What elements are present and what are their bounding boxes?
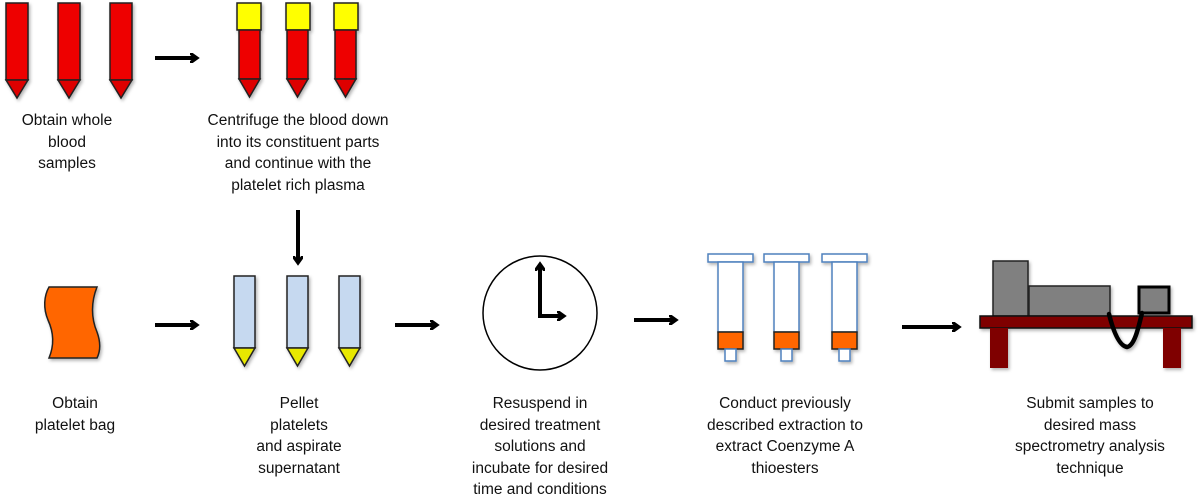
pellet-tube	[285, 275, 310, 368]
spe-columns-icon	[707, 253, 868, 362]
blood-tube	[56, 2, 82, 100]
pellet-tubes-icon	[232, 275, 362, 368]
centrifuged-tube	[285, 2, 311, 99]
instrument-body	[1028, 285, 1111, 317]
platelet-bag-icon	[44, 286, 101, 359]
step-label-mass-spec: Submit samples to desired mass spectrome…	[1015, 395, 1165, 477]
blood-tube	[4, 2, 30, 100]
clock-icon	[482, 255, 598, 371]
bench-top	[979, 315, 1193, 329]
centrifuged-tube	[236, 2, 262, 99]
step-label-platelet-bag: Obtain platelet bag	[34, 395, 116, 434]
step-label-centrifuge: Centrifuge the blood down into its const…	[207, 112, 389, 194]
step-label-pellet: Pellet platelets and aspirate supernatan…	[256, 395, 342, 477]
step-label-whole-blood: Obtain whole blood samples	[21, 112, 113, 172]
centrifuged-tube	[333, 2, 359, 99]
pellet-tube	[337, 275, 362, 368]
autosampler	[1137, 285, 1171, 315]
sample-line	[1106, 310, 1145, 350]
blood-tubes-icon	[4, 2, 134, 100]
centrifuged-tubes-icon	[236, 2, 359, 99]
pellet-tube	[232, 275, 257, 368]
spe-column	[821, 253, 868, 362]
spe-column	[707, 253, 754, 362]
step-label-resuspend: Resuspend in desired treatment solutions…	[471, 395, 609, 498]
step-label-extraction: Conduct previously described extraction …	[707, 395, 863, 477]
spe-column	[763, 253, 810, 362]
bench-leg	[990, 328, 1008, 368]
mass-spectrometer-icon	[979, 260, 1193, 368]
blood-tube	[108, 2, 134, 100]
bench-leg	[1163, 328, 1181, 368]
instrument-tower	[992, 260, 1029, 317]
